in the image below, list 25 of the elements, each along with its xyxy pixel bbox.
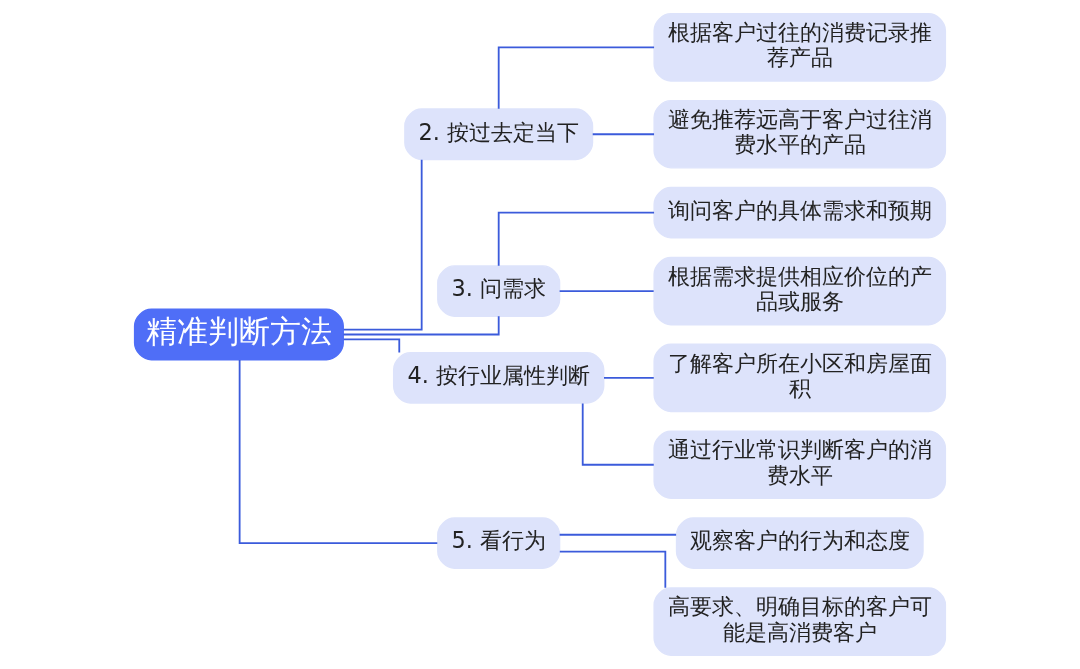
connector xyxy=(581,402,655,466)
connector xyxy=(342,338,401,354)
connector xyxy=(603,377,655,379)
connector xyxy=(558,533,677,536)
node-box: 4. 按行业属性判断 xyxy=(392,352,605,404)
node-box: 通过行业常识判断客户的消费水平 xyxy=(653,430,947,500)
node-box: 询问客户的具体需求和预期 xyxy=(653,186,947,239)
node-box: 5. 看行为 xyxy=(437,517,561,570)
node-box: 高要求、明确目标的客户可能是高消费客户 xyxy=(653,587,947,656)
node-box: 了解客户所在小区和房屋面积 xyxy=(653,343,947,413)
node-box: 根据客户过往的消费记录推荐产品 xyxy=(653,13,947,82)
connector xyxy=(497,46,655,110)
node-box: 精准判断方法 xyxy=(133,308,344,361)
connector xyxy=(591,133,655,136)
connector xyxy=(558,290,655,292)
node-box: 根据需求提供相应价位的产品或服务 xyxy=(653,256,947,326)
connector xyxy=(497,211,655,267)
connector xyxy=(238,359,439,545)
node-box: 2. 按过去定当下 xyxy=(404,108,594,161)
connector xyxy=(342,158,423,331)
node-box: 观察客户的行为和态度 xyxy=(675,517,924,570)
connector xyxy=(342,315,500,336)
node-box: 避免推荐远高于客户过往消费水平的产品 xyxy=(653,99,947,169)
connector xyxy=(558,550,667,589)
node-box: 3. 问需求 xyxy=(437,265,561,317)
